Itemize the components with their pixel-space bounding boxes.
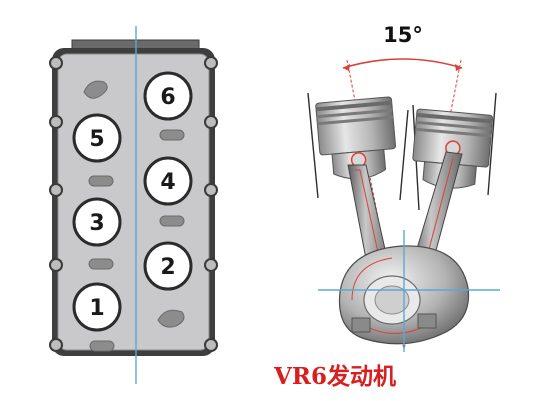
angle-label: 15° — [383, 23, 423, 47]
cylinder-5: 5 — [72, 113, 122, 163]
angle-arc — [342, 58, 463, 69]
cylinder-3: 3 — [72, 197, 122, 247]
svg-text:1: 1 — [89, 296, 104, 321]
engine-block-top-view: 5 3 1 6 4 2 — [49, 26, 218, 384]
svg-text:6: 6 — [160, 85, 175, 110]
svg-text:2: 2 — [160, 255, 175, 280]
cylinder-2: 2 — [143, 241, 193, 291]
cylinder-4: 4 — [143, 156, 193, 206]
svg-text:4: 4 — [160, 170, 175, 195]
diagram-caption: VR6发动机 — [273, 363, 396, 390]
block-coolant-ports — [83, 80, 185, 352]
piston-crank-view: 15° — [307, 23, 500, 352]
cylinder-6: 6 — [143, 71, 193, 121]
block-bolts — [49, 56, 218, 352]
svg-text:3: 3 — [89, 211, 104, 236]
piston-right — [412, 108, 494, 189]
cylinder-1: 1 — [72, 282, 122, 332]
svg-text:5: 5 — [89, 127, 104, 152]
piston-left — [315, 96, 397, 180]
